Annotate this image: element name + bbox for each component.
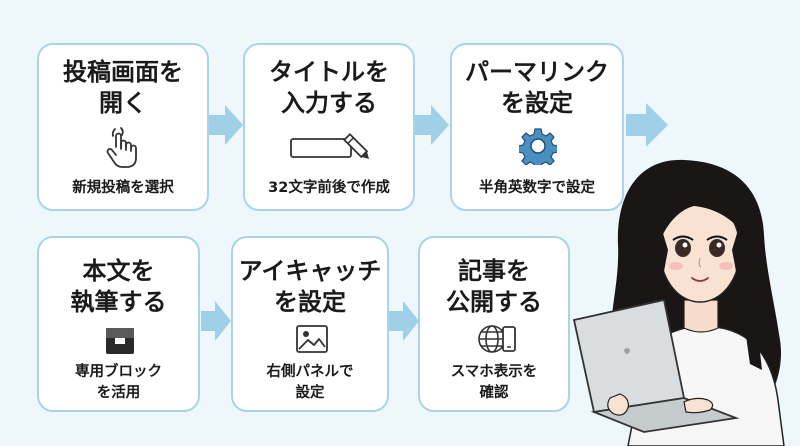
step-6-desc-line-2: 確認 bbox=[479, 385, 509, 401]
block-icon bbox=[106, 328, 134, 354]
step-card-1: 投稿画面を 開く 新規投稿を選択 bbox=[37, 43, 209, 211]
step-4-desc-line-1: 専用ブロック bbox=[75, 364, 162, 380]
step-3-desc: 半角英数字で設定 bbox=[479, 180, 595, 196]
step-card-2: タイトルを 入力する 32文字前後で作成 bbox=[243, 43, 415, 211]
step-6-title-line-2: 公開する bbox=[446, 288, 542, 316]
step-4-title-line-2: 執筆する bbox=[70, 288, 167, 316]
step-card-3: パーマリンク を設定 半角英数字で設定 bbox=[450, 43, 624, 211]
text-field-pencil-icon bbox=[290, 132, 370, 160]
arrow-right-icon bbox=[626, 103, 668, 147]
step-2-title-line-1: タイトルを bbox=[269, 58, 389, 86]
image-icon bbox=[296, 325, 328, 353]
arrow-right-icon bbox=[389, 301, 419, 341]
step-5-desc-line-1: 右側パネルで bbox=[266, 364, 354, 380]
step-1-title-line-2: 開く bbox=[99, 89, 147, 117]
gear-icon bbox=[519, 128, 557, 165]
step-6-desc-line-1: スマホ表示を bbox=[450, 364, 538, 380]
step-4-desc-line-2: を活用 bbox=[96, 385, 141, 401]
step-3-title-line-2: を設定 bbox=[501, 89, 573, 117]
step-card-5: アイキャッチ を設定 右側パネルで 設定 bbox=[231, 236, 389, 412]
step-4-title-line-1: 本文を bbox=[82, 257, 155, 285]
step-card-4: 本文を 執筆する 専用ブロック を活用 bbox=[37, 236, 200, 412]
step-1-title-line-1: 投稿画面を bbox=[63, 58, 183, 86]
arrow-right-icon bbox=[415, 105, 449, 145]
step-6-title-line-1: 記事を bbox=[458, 257, 530, 285]
step-5-title-line-2: を設定 bbox=[274, 288, 346, 316]
step-5-title-line-1: アイキャッチ bbox=[238, 257, 382, 285]
step-5-desc-line-2: 設定 bbox=[295, 385, 325, 401]
step-card-6: 記事を 公開する スマホ表示を 確認 bbox=[418, 236, 570, 412]
step-2-title-line-2: 入力する bbox=[281, 89, 377, 117]
globe-phone-icon bbox=[478, 325, 516, 353]
woman-with-laptop-illustration bbox=[572, 159, 785, 446]
step-1-desc: 新規投稿を選択 bbox=[72, 180, 174, 196]
step-2-desc: 32文字前後で作成 bbox=[268, 180, 390, 196]
arrow-right-icon bbox=[201, 301, 231, 341]
arrow-right-icon bbox=[209, 105, 243, 145]
step-3-title-line-1: パーマリンク bbox=[465, 58, 609, 86]
pointer-hand-icon bbox=[106, 127, 137, 168]
